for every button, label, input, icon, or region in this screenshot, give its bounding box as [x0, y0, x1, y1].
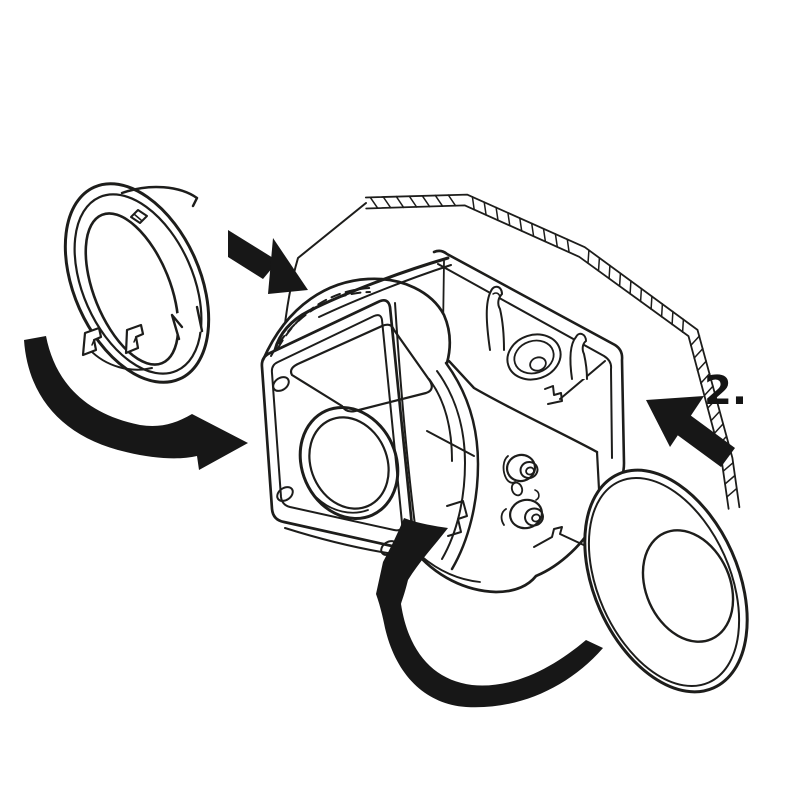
step-label: 2.	[704, 368, 747, 414]
screw-hole	[272, 376, 290, 392]
trim-ring	[63, 182, 211, 384]
connector-post	[502, 453, 539, 497]
ring-rotate-arrow-icon	[24, 336, 248, 470]
lens-opening	[298, 406, 400, 520]
connector-post	[500, 489, 544, 530]
bracket-clip	[485, 285, 505, 351]
cap-insert-arrow-icon	[646, 396, 735, 467]
bracket-boss	[506, 333, 562, 381]
ring-insert-arrow-icon	[228, 230, 308, 294]
cap-rotate-arrow-icon	[376, 518, 603, 708]
bracket-clip	[569, 332, 588, 380]
camera-housing	[260, 256, 602, 594]
screw-hole	[276, 486, 294, 502]
cover-cap	[583, 468, 749, 694]
